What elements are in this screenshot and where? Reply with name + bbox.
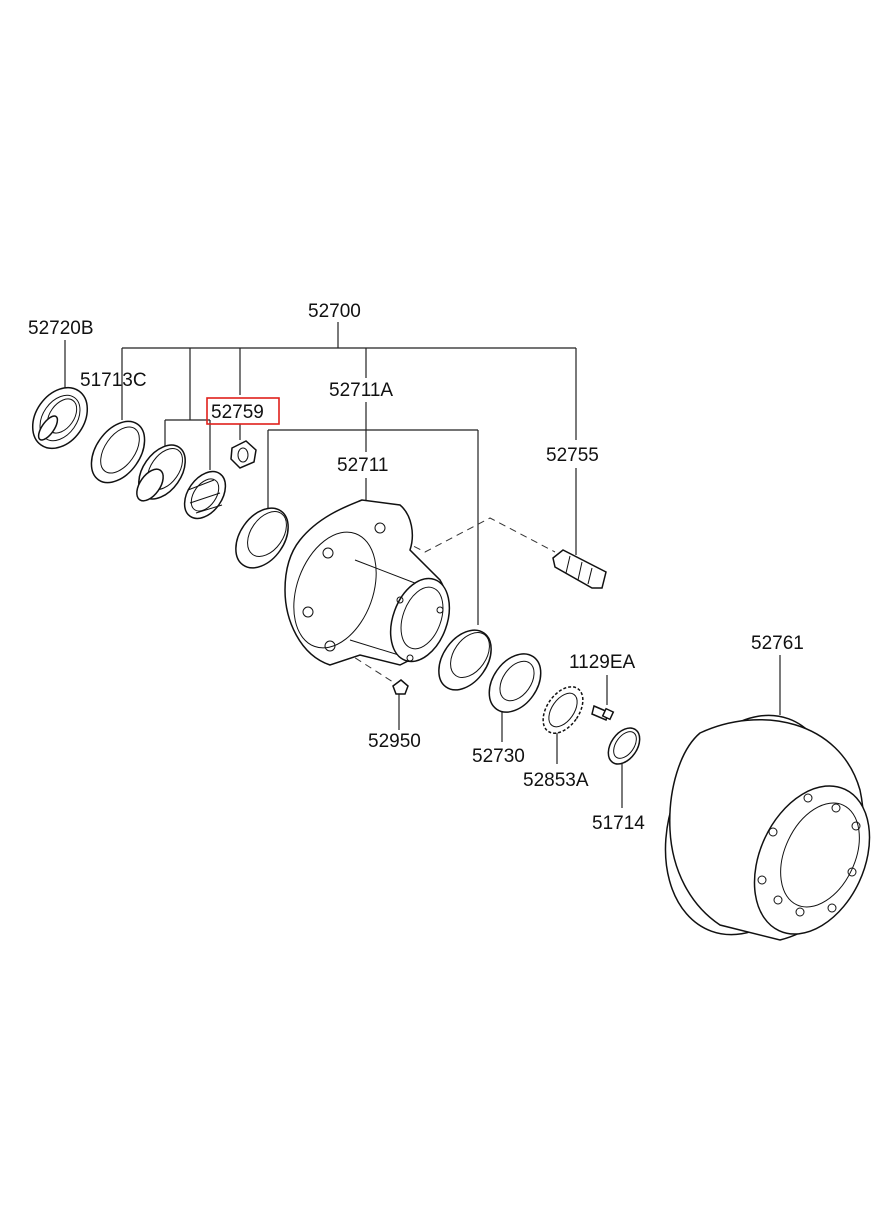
nut-52950-drawing [392, 679, 409, 695]
roller-bearing-drawing [183, 470, 227, 520]
race-right-drawing [438, 629, 492, 691]
highlight-box-52759 [206, 397, 280, 425]
race-left-drawing [235, 507, 289, 569]
label-52711A[interactable]: 52711A [329, 380, 393, 401]
label-52761[interactable]: 52761 [751, 633, 804, 654]
stud-52755-drawing [552, 549, 607, 589]
label-1129EA[interactable]: 1129EA [569, 652, 636, 673]
label-52730[interactable]: 52730 [472, 746, 525, 767]
label-51714[interactable]: 51714 [592, 813, 645, 834]
bearing-52730-drawing [488, 653, 542, 713]
label-52950[interactable]: 52950 [368, 731, 421, 752]
nut-52759-drawing [230, 440, 257, 469]
part-labels: 52700 52720B 51713C 52759 52711A 52711 5… [28, 301, 804, 834]
label-52759[interactable]: 52759 [211, 402, 264, 423]
seal-51713C-drawing [90, 420, 146, 484]
label-52700[interactable]: 52700 [308, 301, 361, 322]
label-52755[interactable]: 52755 [546, 445, 599, 466]
hub-52711-drawing [284, 499, 451, 666]
label-52720B[interactable]: 52720B [28, 318, 94, 339]
label-52711[interactable]: 52711 [337, 455, 388, 476]
leader-lines [64, 322, 781, 808]
ring-51714-drawing [607, 727, 641, 765]
label-52853A[interactable]: 52853A [523, 770, 589, 791]
washer-52853A-drawing [542, 686, 584, 734]
label-51713C[interactable]: 51713C [80, 370, 147, 391]
bolt-1129EA-drawing [591, 704, 615, 722]
seal-52720B-drawing [31, 386, 89, 450]
bearing-cup-drawing [136, 444, 186, 502]
drum-52761-drawing [664, 714, 871, 941]
